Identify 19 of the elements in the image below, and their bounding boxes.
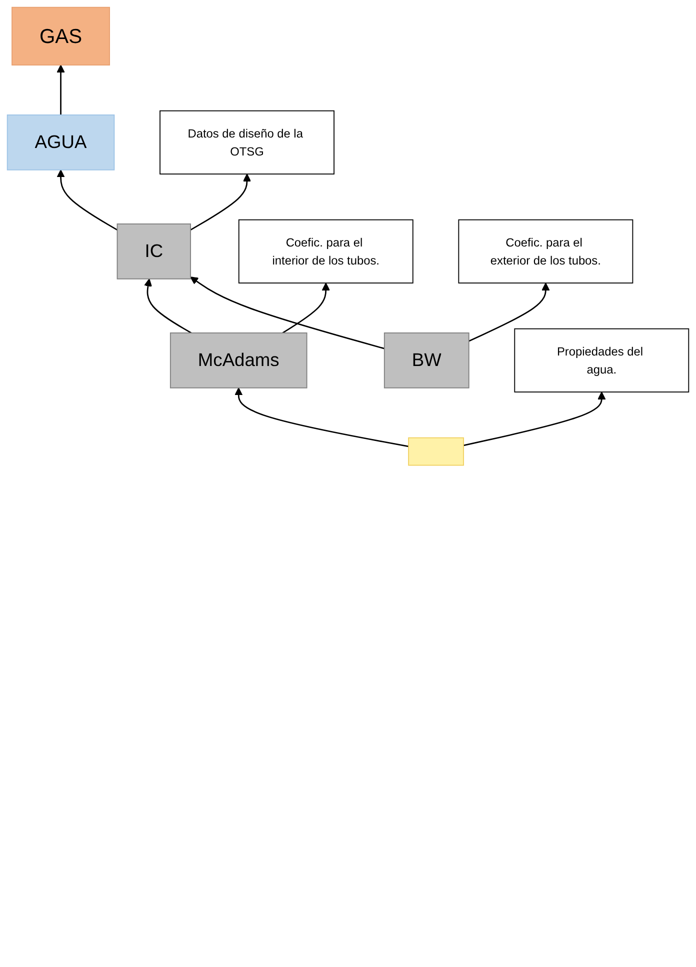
node-box: AGUA: [6, 114, 115, 170]
node-box: Coefic. para el interior de los tubos.: [238, 219, 414, 284]
arrow: [56, 170, 118, 231]
node-box: Propiedades del agua.: [514, 328, 690, 392]
node-box: Datos de diseño de la OTSG: [160, 110, 334, 174]
node-box: McAdams: [170, 332, 308, 388]
arrow: [468, 282, 550, 342]
arrow: [190, 276, 385, 350]
arrow: [463, 392, 606, 446]
arrow: [144, 278, 192, 334]
node-box: Coefic. para el exterior de los tubos.: [458, 219, 634, 284]
arrow: [56, 64, 65, 115]
node-box: GAS: [12, 6, 110, 66]
node-box: IC: [116, 223, 191, 280]
arrow: [234, 388, 409, 448]
arrow: [190, 174, 252, 231]
node-box: [408, 437, 464, 466]
node-box: BW: [384, 332, 470, 388]
arrow: [282, 282, 330, 334]
